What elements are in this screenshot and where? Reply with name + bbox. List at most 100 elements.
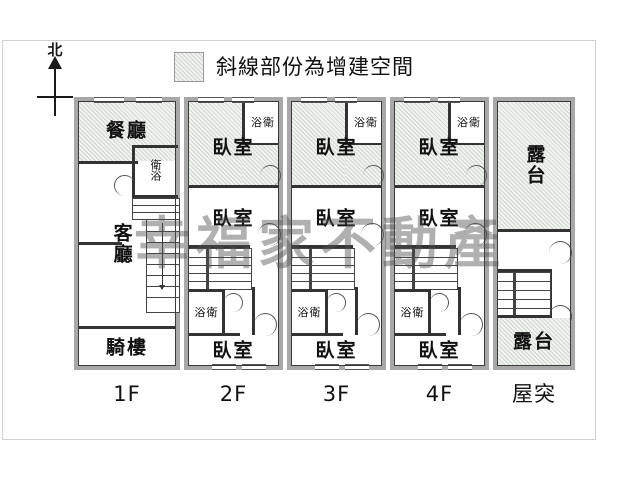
floor-panel-4f: 衛浴 臥室 臥室 xyxy=(390,97,489,370)
bathroom-4f-lower-label: 衛浴 xyxy=(399,306,424,318)
stairs-flight-1f xyxy=(146,219,180,313)
floor-panel-roof: 露台 露台 xyxy=(493,97,575,370)
window-4f-rear-left xyxy=(418,364,442,370)
window-3f-rear-right xyxy=(345,364,369,370)
door-3f-bedroom-3 xyxy=(357,313,380,336)
wall-roof-terrace-upper-bottom xyxy=(497,229,571,232)
wall-4f-bathu-bottom xyxy=(448,143,485,146)
window-3f-rear-left xyxy=(315,364,339,370)
window-3f-front-left xyxy=(301,97,327,103)
stairs-stringer-4f xyxy=(412,248,415,290)
bedroom-2f-3-label: 臥室 xyxy=(212,339,255,362)
stairs-stringer-roof xyxy=(513,272,516,316)
bathroom-2f-upper-label: 衛浴 xyxy=(249,116,275,128)
wall-2f-bed2-bottom xyxy=(188,245,250,248)
dining-room: 餐廳 xyxy=(78,101,176,161)
bedroom-2f-2-label: 臥室 xyxy=(212,207,255,230)
bathroom-3f-upper: 衛浴 xyxy=(347,101,382,143)
bathroom-3f-upper-label: 衛浴 xyxy=(352,116,378,128)
bedroom-4f-3: 臥室 xyxy=(394,336,485,366)
wall-4f-bed1-bottom xyxy=(394,185,485,188)
wall-3f-bathu-bottom xyxy=(345,143,382,146)
living-room-label: 客廳 xyxy=(110,222,133,265)
bedroom-4f-1: 臥室 xyxy=(394,101,485,185)
wall-2f-bathu-bottom xyxy=(242,143,279,146)
window-2f-front-right xyxy=(232,97,254,103)
door-4f-bedroom-1 xyxy=(466,165,487,186)
bedroom-2f-2: 臥室 xyxy=(188,188,279,261)
wall-4f-bathl-top xyxy=(394,289,430,292)
floor-caption-roof: 屋突 xyxy=(512,382,556,406)
door-2f-bedroom-1 xyxy=(260,165,281,186)
bathroom-4f-lower: 衛浴 xyxy=(394,291,428,333)
bedroom-3f-2-label: 臥室 xyxy=(315,207,358,230)
bathroom-2f-lower-label: 衛浴 xyxy=(193,306,218,318)
legend-label: 斜線部份為增建空間 xyxy=(216,55,414,79)
wall-2f-bed3-top-left xyxy=(188,333,240,336)
wall-1f-bath-left xyxy=(132,145,135,197)
bedroom-4f-1-label: 臥室 xyxy=(418,136,461,159)
window-4f-front-left xyxy=(404,97,430,103)
living-room: 客廳 xyxy=(78,161,176,326)
wall-3f-bed1-bottom xyxy=(291,185,382,188)
window-2f-front-left xyxy=(198,97,224,103)
door-2f-bathroom-lower xyxy=(224,293,243,312)
bedroom-4f-2-label: 臥室 xyxy=(418,207,461,230)
wall-4f-bathl-right xyxy=(428,289,431,335)
wall-2f-bathl-top xyxy=(188,289,224,292)
hatched-area-swatch xyxy=(174,52,204,82)
floor-caption-4f: 4F xyxy=(425,382,454,406)
bedroom-2f-3: 臥室 xyxy=(188,336,279,366)
door-3f-bathroom-lower xyxy=(327,293,346,312)
door-3f-bedroom-1 xyxy=(363,165,384,186)
door-1f-bathroom xyxy=(114,175,135,196)
door-4f-bedroom-3 xyxy=(460,313,483,336)
wall-1f-arcade-top xyxy=(78,326,176,329)
wall-1f-bath-top xyxy=(132,145,178,148)
door-2f-bedroom-3 xyxy=(254,313,277,336)
building-outline-1f: 餐廳 衛浴 客廳 xyxy=(74,97,180,370)
wall-3f-bathl-top xyxy=(291,289,327,292)
dining-room-label: 餐廳 xyxy=(105,119,148,142)
wall-roof-terrace-lower-top xyxy=(497,315,549,318)
window-2f-rear-right xyxy=(242,364,266,370)
wall-3f-bed3-top-left xyxy=(291,333,343,336)
wall-4f-bathu-left xyxy=(448,101,451,145)
stairs-flight-roof xyxy=(497,272,551,316)
door-4f-bedroom-2 xyxy=(464,223,487,246)
floor-panel-3f: 衛浴 臥室 臥室 xyxy=(287,97,386,370)
bedroom-2f-1: 臥室 xyxy=(188,101,279,185)
bedroom-3f-1: 臥室 xyxy=(291,101,382,185)
stairs-stringer-2f xyxy=(206,248,209,290)
bedroom-4f-1-area-left xyxy=(394,101,448,185)
terrace-lower-label: 露台 xyxy=(512,330,555,353)
door-roof-upper xyxy=(549,241,572,264)
window-4f-front-right xyxy=(438,97,460,103)
window-1f-front-left xyxy=(94,97,124,103)
bathroom-1f: 衛浴 xyxy=(134,145,176,195)
wall-3f-bed2-bottom xyxy=(291,245,353,248)
bedroom-4f-2: 臥室 xyxy=(394,188,485,261)
door-3f-bedroom-2 xyxy=(361,223,384,246)
door-4f-bathroom-lower xyxy=(430,293,449,312)
terrace-upper-label: 露台 xyxy=(523,144,546,186)
wall-4f-corridor-right xyxy=(458,287,461,335)
wall-2f-bathl-right xyxy=(222,289,225,335)
window-4f-rear-right xyxy=(448,364,472,370)
north-arrow-shaft xyxy=(54,60,56,116)
floor-caption-3f: 3F xyxy=(322,382,351,406)
bathroom-2f-upper: 衛浴 xyxy=(244,101,279,143)
wall-2f-corridor-right xyxy=(252,287,255,335)
wall-3f-bathl-right xyxy=(325,289,328,335)
bathroom-1f-label: 衛浴 xyxy=(149,159,162,181)
bathroom-4f-upper-label: 衛浴 xyxy=(455,116,481,128)
wall-2f-bed1-bottom xyxy=(188,185,279,188)
window-3f-front-right xyxy=(335,97,357,103)
wall-1f-dining-bottom-left xyxy=(78,161,138,164)
door-roof-lower xyxy=(549,305,572,328)
north-arrow: 北 xyxy=(33,42,77,118)
building-outline-3f: 衛浴 臥室 臥室 xyxy=(287,97,386,370)
bathroom-4f-upper: 衛浴 xyxy=(450,101,485,143)
